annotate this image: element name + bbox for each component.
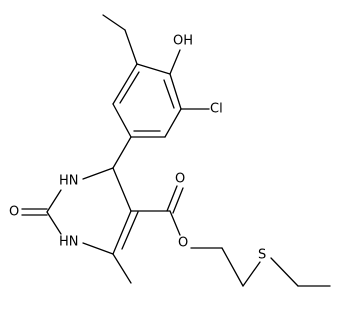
atom-label-oh: OH xyxy=(173,34,193,49)
bond-ring-c3-c4 xyxy=(164,108,182,138)
bond-c6-methyl xyxy=(112,253,132,284)
bond-ester-c-o-single xyxy=(169,210,181,236)
bond-ch2-ch2 xyxy=(221,247,244,287)
atom-label-sulfur: S xyxy=(258,248,266,263)
bond-ring-c1-c2 xyxy=(136,63,171,75)
bond-methoxy-ring xyxy=(124,29,138,65)
bond-c2-n1 xyxy=(46,211,62,235)
bond-c5-c4 xyxy=(112,167,132,212)
bond-ring-c2-c3 xyxy=(169,73,182,110)
bond-ch2-s xyxy=(242,261,261,287)
atom-label-nh-top: HN xyxy=(59,174,79,189)
atom-label-nh-bottom: HN xyxy=(59,235,79,250)
bond-ring-c2-c3-double xyxy=(163,79,175,109)
bond-s-ch2 xyxy=(270,257,299,287)
bond-ring-c5-c6 xyxy=(112,103,132,138)
bond-c6-c5 xyxy=(112,210,132,255)
bond-aryl-c4 xyxy=(112,136,132,169)
bond-ring-c6-c1 xyxy=(112,63,138,105)
bond-c6-c5-double xyxy=(121,211,139,250)
bond-hydroxyl xyxy=(169,49,181,75)
bond-c4-n3 xyxy=(82,167,114,180)
bond-ester-c-o-double-1 xyxy=(166,185,178,212)
atom-label-carbonyl-oxygen: O xyxy=(9,205,19,220)
bond-n3-c2 xyxy=(46,189,62,213)
bond-methoxy-methyl xyxy=(102,14,126,31)
bond-ring-c6-c1-double xyxy=(119,71,140,104)
bond-ester-c-o-double-2 xyxy=(172,187,184,214)
atom-label-cl: Cl xyxy=(210,102,223,117)
atom-label-ester-oxygen-single: O xyxy=(178,236,188,251)
atom-label-ester-oxygen-double: O xyxy=(175,172,185,187)
bond-n1-c6 xyxy=(82,242,114,255)
